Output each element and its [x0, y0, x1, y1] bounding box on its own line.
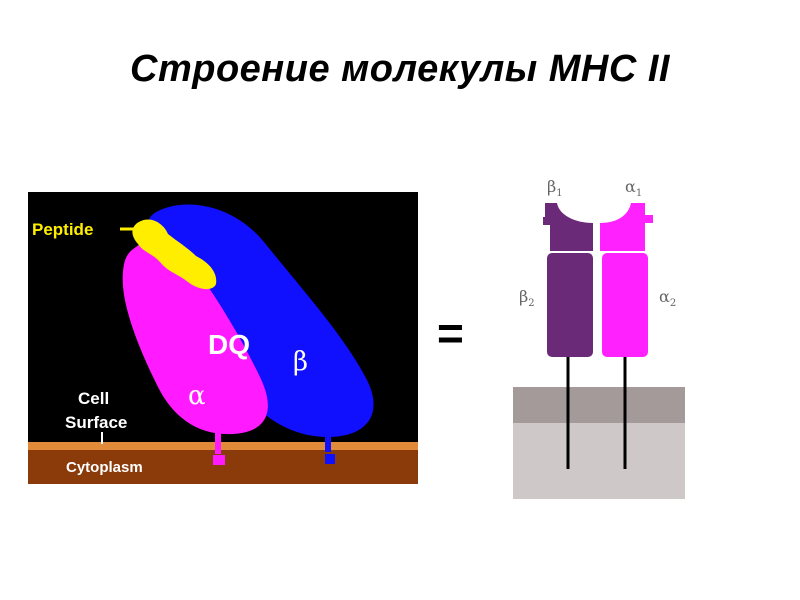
dq-molecule-illustration: Peptide DQ α β Cell Surface Cytoplasm [28, 192, 418, 484]
alpha-chain [122, 240, 268, 435]
membrane-block-bottom [513, 423, 685, 499]
peptide-shape [132, 219, 217, 290]
cell-surface-label-2: Surface [65, 413, 127, 432]
beta2-domain [547, 253, 593, 357]
cell-membrane [28, 442, 418, 450]
alpha2-label: α2 [659, 287, 677, 310]
cytoplasm-label: Cytoplasm [66, 459, 143, 476]
peptide-label: Peptide [32, 220, 93, 239]
beta1-label: β1 [547, 177, 563, 200]
beta-stem [325, 434, 331, 452]
beta-label: β [293, 347, 308, 377]
beta1-domain [543, 203, 593, 251]
beta2-label: β2 [519, 287, 535, 310]
alpha1-domain [600, 203, 653, 251]
page-title: Строение молекулы МНС II [130, 48, 670, 90]
alpha-tail [213, 455, 225, 465]
dq-label: DQ [208, 329, 250, 360]
equals-sign: = [437, 307, 464, 359]
alpha-label: α [188, 381, 206, 411]
alpha2-domain [602, 253, 648, 357]
membrane-block-top [513, 387, 685, 423]
cell-surface-label-1: Cell [78, 389, 109, 408]
mhc-schematic: β1 α1 β2 α2 [505, 165, 700, 505]
alpha-stem [215, 432, 221, 454]
beta-tail [325, 454, 335, 464]
alpha1-label: α1 [625, 177, 643, 200]
